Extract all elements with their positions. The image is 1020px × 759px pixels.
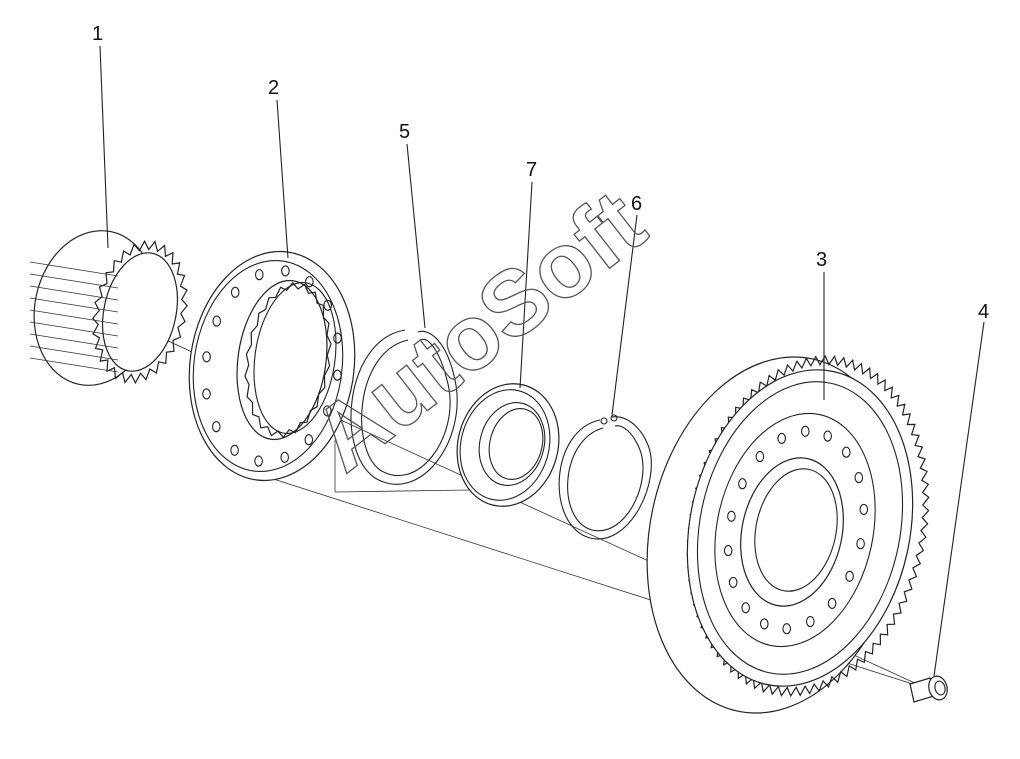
split-retaining-ring bbox=[350, 329, 458, 485]
bolt-hole bbox=[212, 315, 221, 327]
bolt bbox=[909, 675, 948, 703]
flange-ring bbox=[188, 250, 356, 482]
callout-2: 2 bbox=[268, 77, 279, 99]
bolt-hole bbox=[322, 405, 332, 417]
bolt-hole bbox=[800, 425, 810, 437]
bolt-hole bbox=[727, 510, 736, 522]
bolt-hole bbox=[202, 388, 211, 400]
bolt-hole bbox=[759, 618, 769, 630]
bolt-hole bbox=[230, 444, 239, 456]
leader-line-2 bbox=[276, 99, 289, 259]
bolt-hole bbox=[281, 265, 290, 277]
bolt-hole bbox=[254, 269, 264, 281]
bolt-hole bbox=[856, 538, 865, 550]
gear-rib bbox=[29, 357, 119, 373]
callout-4: 4 bbox=[978, 301, 989, 323]
leader-line-4 bbox=[933, 321, 985, 677]
callout-1: 1 bbox=[92, 23, 103, 45]
internal-spline bbox=[244, 281, 332, 439]
ball-bearing bbox=[456, 383, 560, 507]
callout-7: 7 bbox=[526, 159, 537, 181]
bolt-hole bbox=[304, 434, 314, 446]
callout-6: 6 bbox=[631, 193, 642, 215]
snap-ring bbox=[558, 414, 652, 540]
bolt-hole bbox=[845, 570, 854, 582]
leader-line-1 bbox=[99, 45, 109, 249]
bolt-hole bbox=[841, 446, 851, 458]
leader-line-6 bbox=[611, 214, 638, 416]
bolt-hole bbox=[723, 545, 733, 557]
callout-3: 3 bbox=[816, 249, 827, 271]
gear-rib bbox=[29, 285, 119, 301]
gear-rib bbox=[29, 297, 119, 313]
spur-gear-small bbox=[29, 230, 188, 386]
gear-rib bbox=[29, 261, 119, 277]
gear-rib bbox=[29, 333, 119, 349]
spur-gear-large bbox=[646, 354, 930, 714]
bolt-hole bbox=[333, 332, 342, 344]
gear-rib bbox=[29, 273, 119, 289]
bolt-hole bbox=[254, 455, 263, 467]
leader-line-7 bbox=[519, 181, 533, 389]
bolt-hole bbox=[777, 432, 787, 444]
gear-teeth-small bbox=[92, 239, 188, 385]
bolt-hole bbox=[755, 451, 765, 463]
bolt-hole bbox=[823, 430, 833, 442]
leader-line-5 bbox=[406, 143, 426, 329]
bolt-hole bbox=[202, 351, 211, 363]
gear-rib bbox=[29, 321, 119, 337]
bolt-hole bbox=[854, 472, 864, 484]
bracket-line bbox=[334, 489, 471, 493]
bolt-hole bbox=[212, 421, 221, 433]
bolt-hole bbox=[741, 602, 751, 614]
bolt-hole bbox=[738, 478, 747, 490]
callout-5: 5 bbox=[399, 121, 410, 143]
bolt-hole bbox=[230, 286, 240, 298]
bolt-hole bbox=[280, 451, 290, 463]
bolt-hole bbox=[333, 369, 342, 381]
bolt-hole bbox=[305, 276, 314, 288]
bolt-hole bbox=[782, 623, 792, 635]
bolt-hole bbox=[728, 576, 738, 588]
bolt-hole bbox=[805, 616, 815, 628]
gear-rib bbox=[29, 345, 119, 361]
bolt-hole bbox=[859, 503, 869, 515]
bolt-hole bbox=[827, 597, 837, 609]
gear-rib bbox=[29, 309, 119, 325]
